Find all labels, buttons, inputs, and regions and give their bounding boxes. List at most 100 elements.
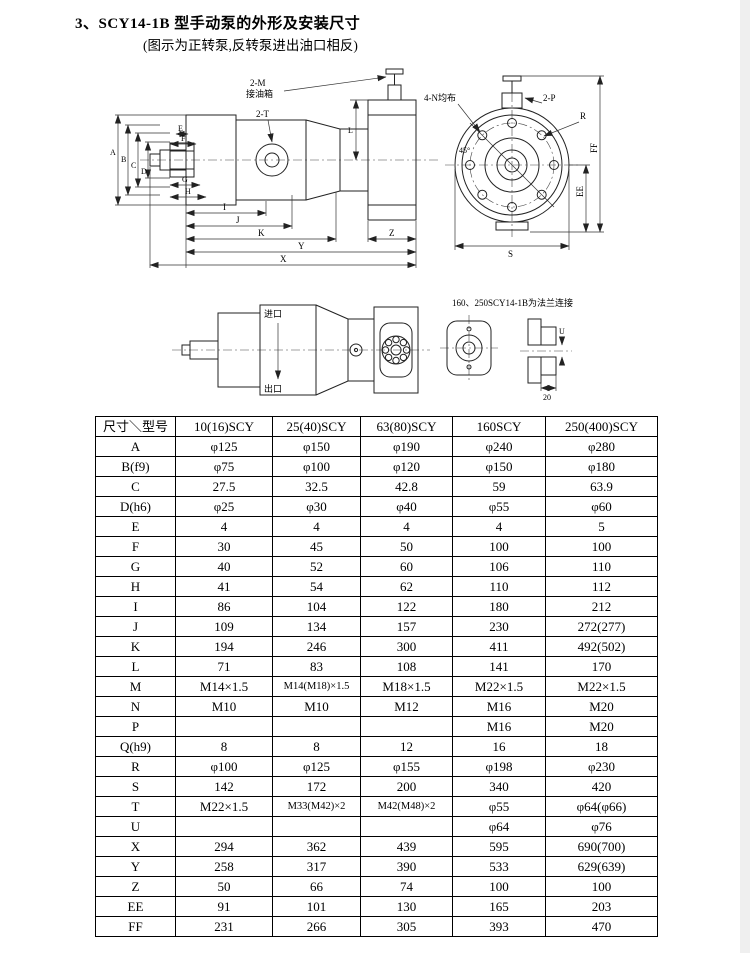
fitting-2m-label: 2-M bbox=[250, 78, 266, 88]
header-cell-model: 160SCY bbox=[452, 416, 546, 437]
dim-value-cell: M18×1.5 bbox=[360, 676, 453, 697]
dim-value-cell: φ64(φ66) bbox=[545, 796, 658, 817]
dim-value-cell: 266 bbox=[272, 916, 361, 937]
dim-value-cell: 112 bbox=[545, 576, 658, 597]
dim-value-cell: φ150 bbox=[272, 436, 361, 457]
dim-value-cell: 157 bbox=[360, 616, 453, 637]
dim-value-cell: 595 bbox=[452, 836, 546, 857]
dim-value-cell: φ125 bbox=[175, 436, 273, 457]
dim-value-cell: 142 bbox=[175, 776, 273, 797]
angle-45-label: 45° bbox=[459, 146, 470, 155]
dim-value-cell: M22×1.5 bbox=[545, 676, 658, 697]
dim-value-cell: M42(M48)×2 bbox=[360, 796, 453, 817]
dim-label-cell: D(h6) bbox=[95, 496, 176, 517]
dim-label-cell: J bbox=[95, 616, 176, 637]
dim-value-cell: 71 bbox=[175, 656, 273, 677]
dim-label-cell: M bbox=[95, 676, 176, 697]
dim-y-label: Y bbox=[298, 241, 305, 251]
dim-label-cell: T bbox=[95, 796, 176, 817]
dim-value-cell: 110 bbox=[452, 576, 546, 597]
dim-value-cell: φ64 bbox=[452, 816, 546, 837]
dim-value-cell: 45 bbox=[272, 536, 361, 557]
dim-value-cell: φ40 bbox=[360, 496, 453, 517]
dim-value-cell: 101 bbox=[272, 896, 361, 917]
dim-value-cell: φ280 bbox=[545, 436, 658, 457]
dim-label-cell: EE bbox=[95, 896, 176, 917]
dim-value-cell: 5 bbox=[545, 516, 658, 537]
dim-value-cell: 294 bbox=[175, 836, 273, 857]
dim-value-cell: 130 bbox=[360, 896, 453, 917]
dim-value-cell: φ180 bbox=[545, 456, 658, 477]
header-cell-model: 250(400)SCY bbox=[545, 416, 658, 437]
dim-value-cell: 134 bbox=[272, 616, 361, 637]
dim-value-cell: 165 bbox=[452, 896, 546, 917]
flange-section-view: U 20 bbox=[520, 318, 572, 402]
dim-value-cell: φ30 bbox=[272, 496, 361, 517]
dim-value-cell: 50 bbox=[360, 536, 453, 557]
dim-value-cell: M14(M18)×1.5 bbox=[272, 676, 361, 697]
dim-value-cell: φ155 bbox=[360, 756, 453, 777]
dim-f-label: F bbox=[181, 134, 186, 143]
dim-value-cell bbox=[272, 816, 361, 837]
dim-ee-label: EE bbox=[575, 186, 585, 197]
bolt-pattern-label: 4-N均布 bbox=[424, 92, 456, 103]
dim-value-cell: 108 bbox=[360, 656, 453, 677]
dim-value-cell: 203 bbox=[545, 896, 658, 917]
dim-value-cell bbox=[272, 716, 361, 737]
outlet-label: 出口 bbox=[264, 383, 282, 394]
dim-value-cell: φ100 bbox=[175, 756, 273, 777]
dim-r-label: R bbox=[580, 111, 586, 121]
bottom-view-drawing: 进口 出口 bbox=[172, 304, 430, 396]
dim-20-label: 20 bbox=[543, 393, 551, 402]
dim-value-cell: 106 bbox=[452, 556, 546, 577]
dim-value-cell: 629(639) bbox=[545, 856, 658, 877]
dim-value-cell: 212 bbox=[545, 596, 658, 617]
dim-z-label: Z bbox=[389, 228, 395, 238]
dim-value-cell: 91 bbox=[175, 896, 273, 917]
dim-g-label: G bbox=[182, 175, 188, 184]
dim-value-cell: φ230 bbox=[545, 756, 658, 777]
dim-value-cell: 86 bbox=[175, 596, 273, 617]
dim-value-cell: M16 bbox=[452, 696, 546, 717]
dim-value-cell: 470 bbox=[545, 916, 658, 937]
dim-value-cell: M22×1.5 bbox=[175, 796, 273, 817]
dim-label-cell: Y bbox=[95, 856, 176, 877]
dim-value-cell: 42.8 bbox=[360, 476, 453, 497]
dim-value-cell bbox=[360, 816, 453, 837]
dim-value-cell: 16 bbox=[452, 736, 546, 757]
dim-value-cell: 52 bbox=[272, 556, 361, 577]
dim-b-label: B bbox=[121, 155, 126, 164]
dim-value-cell: 60 bbox=[360, 556, 453, 577]
dim-i-label: I bbox=[223, 202, 226, 212]
dim-value-cell bbox=[360, 716, 453, 737]
header-cell-model: 10(16)SCY bbox=[175, 416, 273, 437]
dim-value-cell: 27.5 bbox=[175, 476, 273, 497]
dim-value-cell: 4 bbox=[452, 516, 546, 537]
header-cell-model: 25(40)SCY bbox=[272, 416, 361, 437]
technical-drawing: 2-T 2-M 接油箱 A B C bbox=[110, 68, 604, 402]
dim-value-cell: M14×1.5 bbox=[175, 676, 273, 697]
dim-label-cell: U bbox=[95, 816, 176, 837]
dim-value-cell: M16 bbox=[452, 716, 546, 737]
dim-label-cell: E bbox=[95, 516, 176, 537]
dim-value-cell: 54 bbox=[272, 576, 361, 597]
dim-ff-label: FF bbox=[589, 143, 599, 153]
dim-value-cell: 690(700) bbox=[545, 836, 658, 857]
dim-value-cell: 390 bbox=[360, 856, 453, 877]
dim-j-label: J bbox=[236, 215, 240, 225]
dim-value-cell: φ55 bbox=[452, 496, 546, 517]
header-cell-model: 63(80)SCY bbox=[360, 416, 453, 437]
dim-value-cell: 200 bbox=[360, 776, 453, 797]
dim-value-cell: 272(277) bbox=[545, 616, 658, 637]
